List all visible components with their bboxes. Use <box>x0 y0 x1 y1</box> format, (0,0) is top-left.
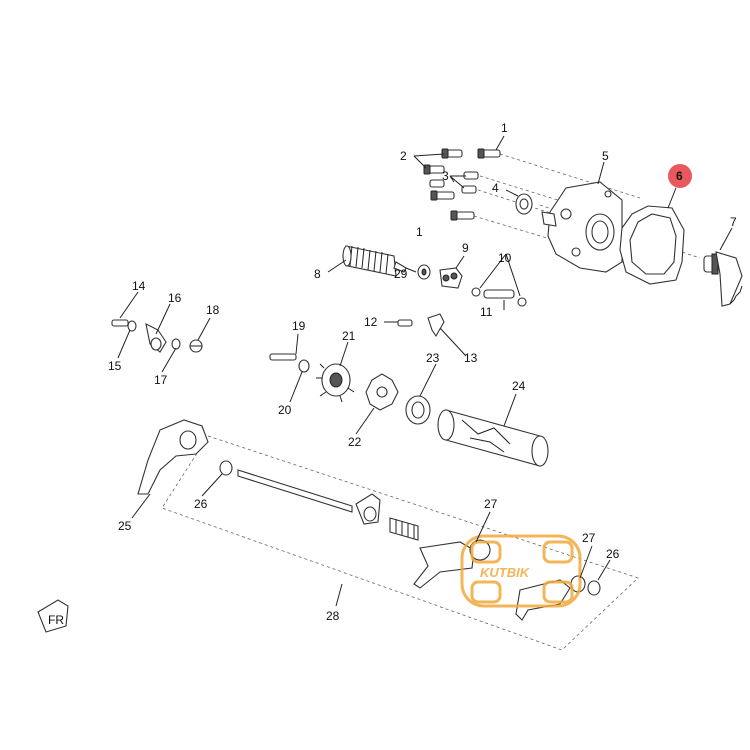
callout-23: 23 <box>426 351 440 365</box>
callout-27: 27 <box>484 497 498 511</box>
callout-21: 21 <box>342 329 356 343</box>
callout-5: 5 <box>602 149 609 163</box>
bolt-part <box>441 148 463 159</box>
watermark-logo: KUTBIK <box>460 534 582 608</box>
bolt-19-part <box>269 353 297 361</box>
callout-1: 1 <box>416 225 423 239</box>
callout-14: 14 <box>132 279 146 293</box>
bolt-part <box>450 210 475 221</box>
callout-8: 8 <box>314 267 321 281</box>
callout-29: 29 <box>394 267 408 281</box>
highlight-marker <box>668 164 692 188</box>
assembly-boundary-28 <box>161 435 639 651</box>
bolt-part <box>463 171 479 180</box>
shift-fork-27a-part <box>413 539 491 589</box>
callout-28: 28 <box>326 609 340 623</box>
circlip-part <box>471 287 527 307</box>
callout-12: 12 <box>364 315 378 329</box>
bolt-part <box>430 190 455 201</box>
bolt-part <box>429 179 445 188</box>
callout-11: 11 <box>480 305 493 319</box>
callout-18: 18 <box>206 303 220 317</box>
callout-16: 16 <box>168 291 182 305</box>
circlip-26-part <box>219 460 601 596</box>
callout-15: 15 <box>108 359 122 373</box>
callout-labels: 1 1 2 3 4 5 6 7 8 9 10 11 12 13 14 15 16… <box>108 121 737 623</box>
gearshift-cover-part <box>541 181 623 273</box>
star-plate-part <box>365 373 399 411</box>
shift-fork-part <box>355 493 381 525</box>
callout-26: 26 <box>606 547 620 561</box>
callout-1: 1 <box>501 121 508 135</box>
arm-16-part <box>145 323 167 353</box>
gear-21-part <box>316 363 355 403</box>
watermark-text: KUTBIK <box>480 565 531 580</box>
callout-26: 26 <box>194 497 208 511</box>
callout-2: 2 <box>400 149 407 163</box>
leader-lines <box>117 135 733 607</box>
pin-part <box>483 289 515 299</box>
front-direction-icon: FR <box>37 599 69 633</box>
lock-plate-part <box>427 313 445 338</box>
spring-seat-part <box>417 264 431 280</box>
callout-7: 7 <box>730 215 737 229</box>
callout-17: 17 <box>154 373 168 387</box>
small-bolt-part <box>397 319 413 327</box>
callout-19: 19 <box>292 319 306 333</box>
callout-20: 20 <box>278 403 292 417</box>
washer-20-part <box>298 359 310 373</box>
washer-15-part <box>127 320 137 332</box>
cover-gasket-part <box>619 205 685 285</box>
kick-shaft-part <box>703 251 743 307</box>
bolt-14-part <box>111 319 129 327</box>
callout-24: 24 <box>512 379 526 393</box>
fork-spring-part <box>389 517 419 541</box>
spring-18-part <box>189 339 203 353</box>
washer-17-part <box>171 338 181 350</box>
callout-6: 6 <box>676 169 683 183</box>
bolt-group-top <box>423 148 501 221</box>
callout-3: 3 <box>442 169 449 183</box>
bearing-23-part <box>405 395 431 425</box>
shift-drum-part <box>437 409 549 467</box>
callout-10: 10 <box>498 251 512 265</box>
callout-9: 9 <box>462 241 469 255</box>
shift-shaft-part <box>237 469 353 513</box>
bolt-part <box>423 164 445 175</box>
callout-4: 4 <box>492 181 499 195</box>
callout-27: 27 <box>582 531 596 545</box>
callout-25: 25 <box>118 519 132 533</box>
bolt-part <box>477 148 501 159</box>
stopper-part <box>439 267 463 289</box>
callout-22: 22 <box>348 435 362 449</box>
svg-text:FR: FR <box>48 613 64 627</box>
callout-13: 13 <box>464 351 478 365</box>
oil-seal-part <box>515 193 533 215</box>
shift-lever-part <box>137 419 209 495</box>
bolt-part <box>461 185 477 194</box>
